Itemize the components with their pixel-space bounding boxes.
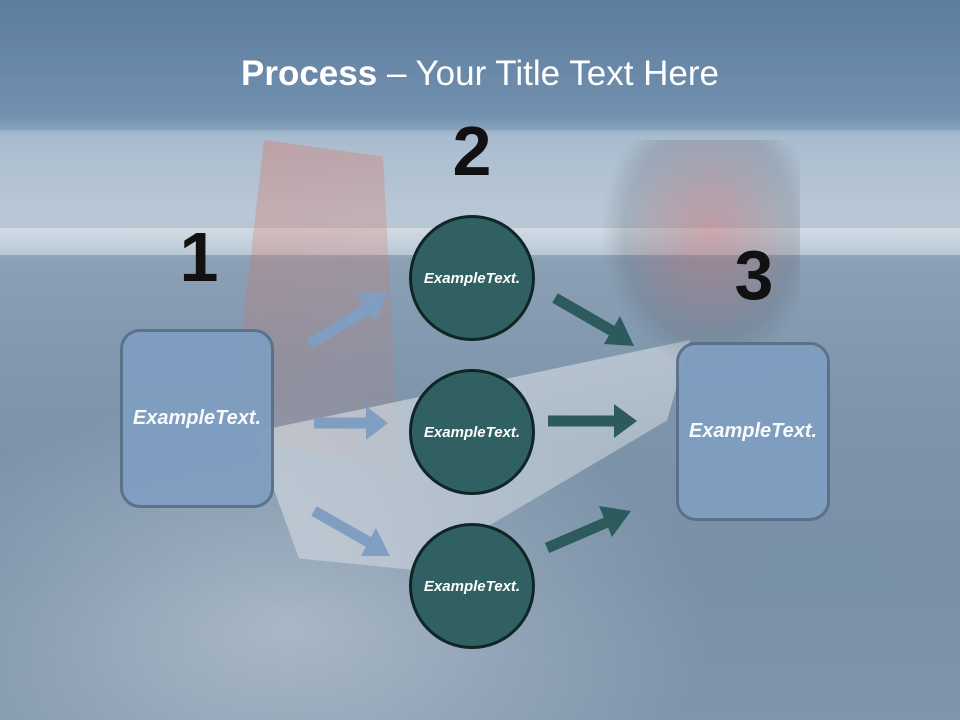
arrow-circle-top-to-box — [552, 293, 634, 346]
background-sailor — [600, 140, 800, 370]
arrow-box-to-circle-bottom — [311, 506, 390, 556]
arrow-circle-middle-to-box — [548, 404, 637, 438]
slide-title: Process – Your Title Text Here — [0, 52, 960, 96]
arrow-box-to-circle-top — [307, 292, 388, 349]
step-number-2: 2 — [452, 112, 492, 190]
title-rest: – Your Title Text Here — [377, 54, 719, 93]
arrow-box-to-circle-middle — [314, 406, 388, 440]
title-band — [0, 0, 960, 130]
arrow-circle-bottom-to-box — [544, 506, 631, 554]
step-number-3: 3 — [734, 236, 774, 314]
title-bold: Process — [241, 54, 378, 93]
step-number-1: 1 — [179, 218, 219, 296]
